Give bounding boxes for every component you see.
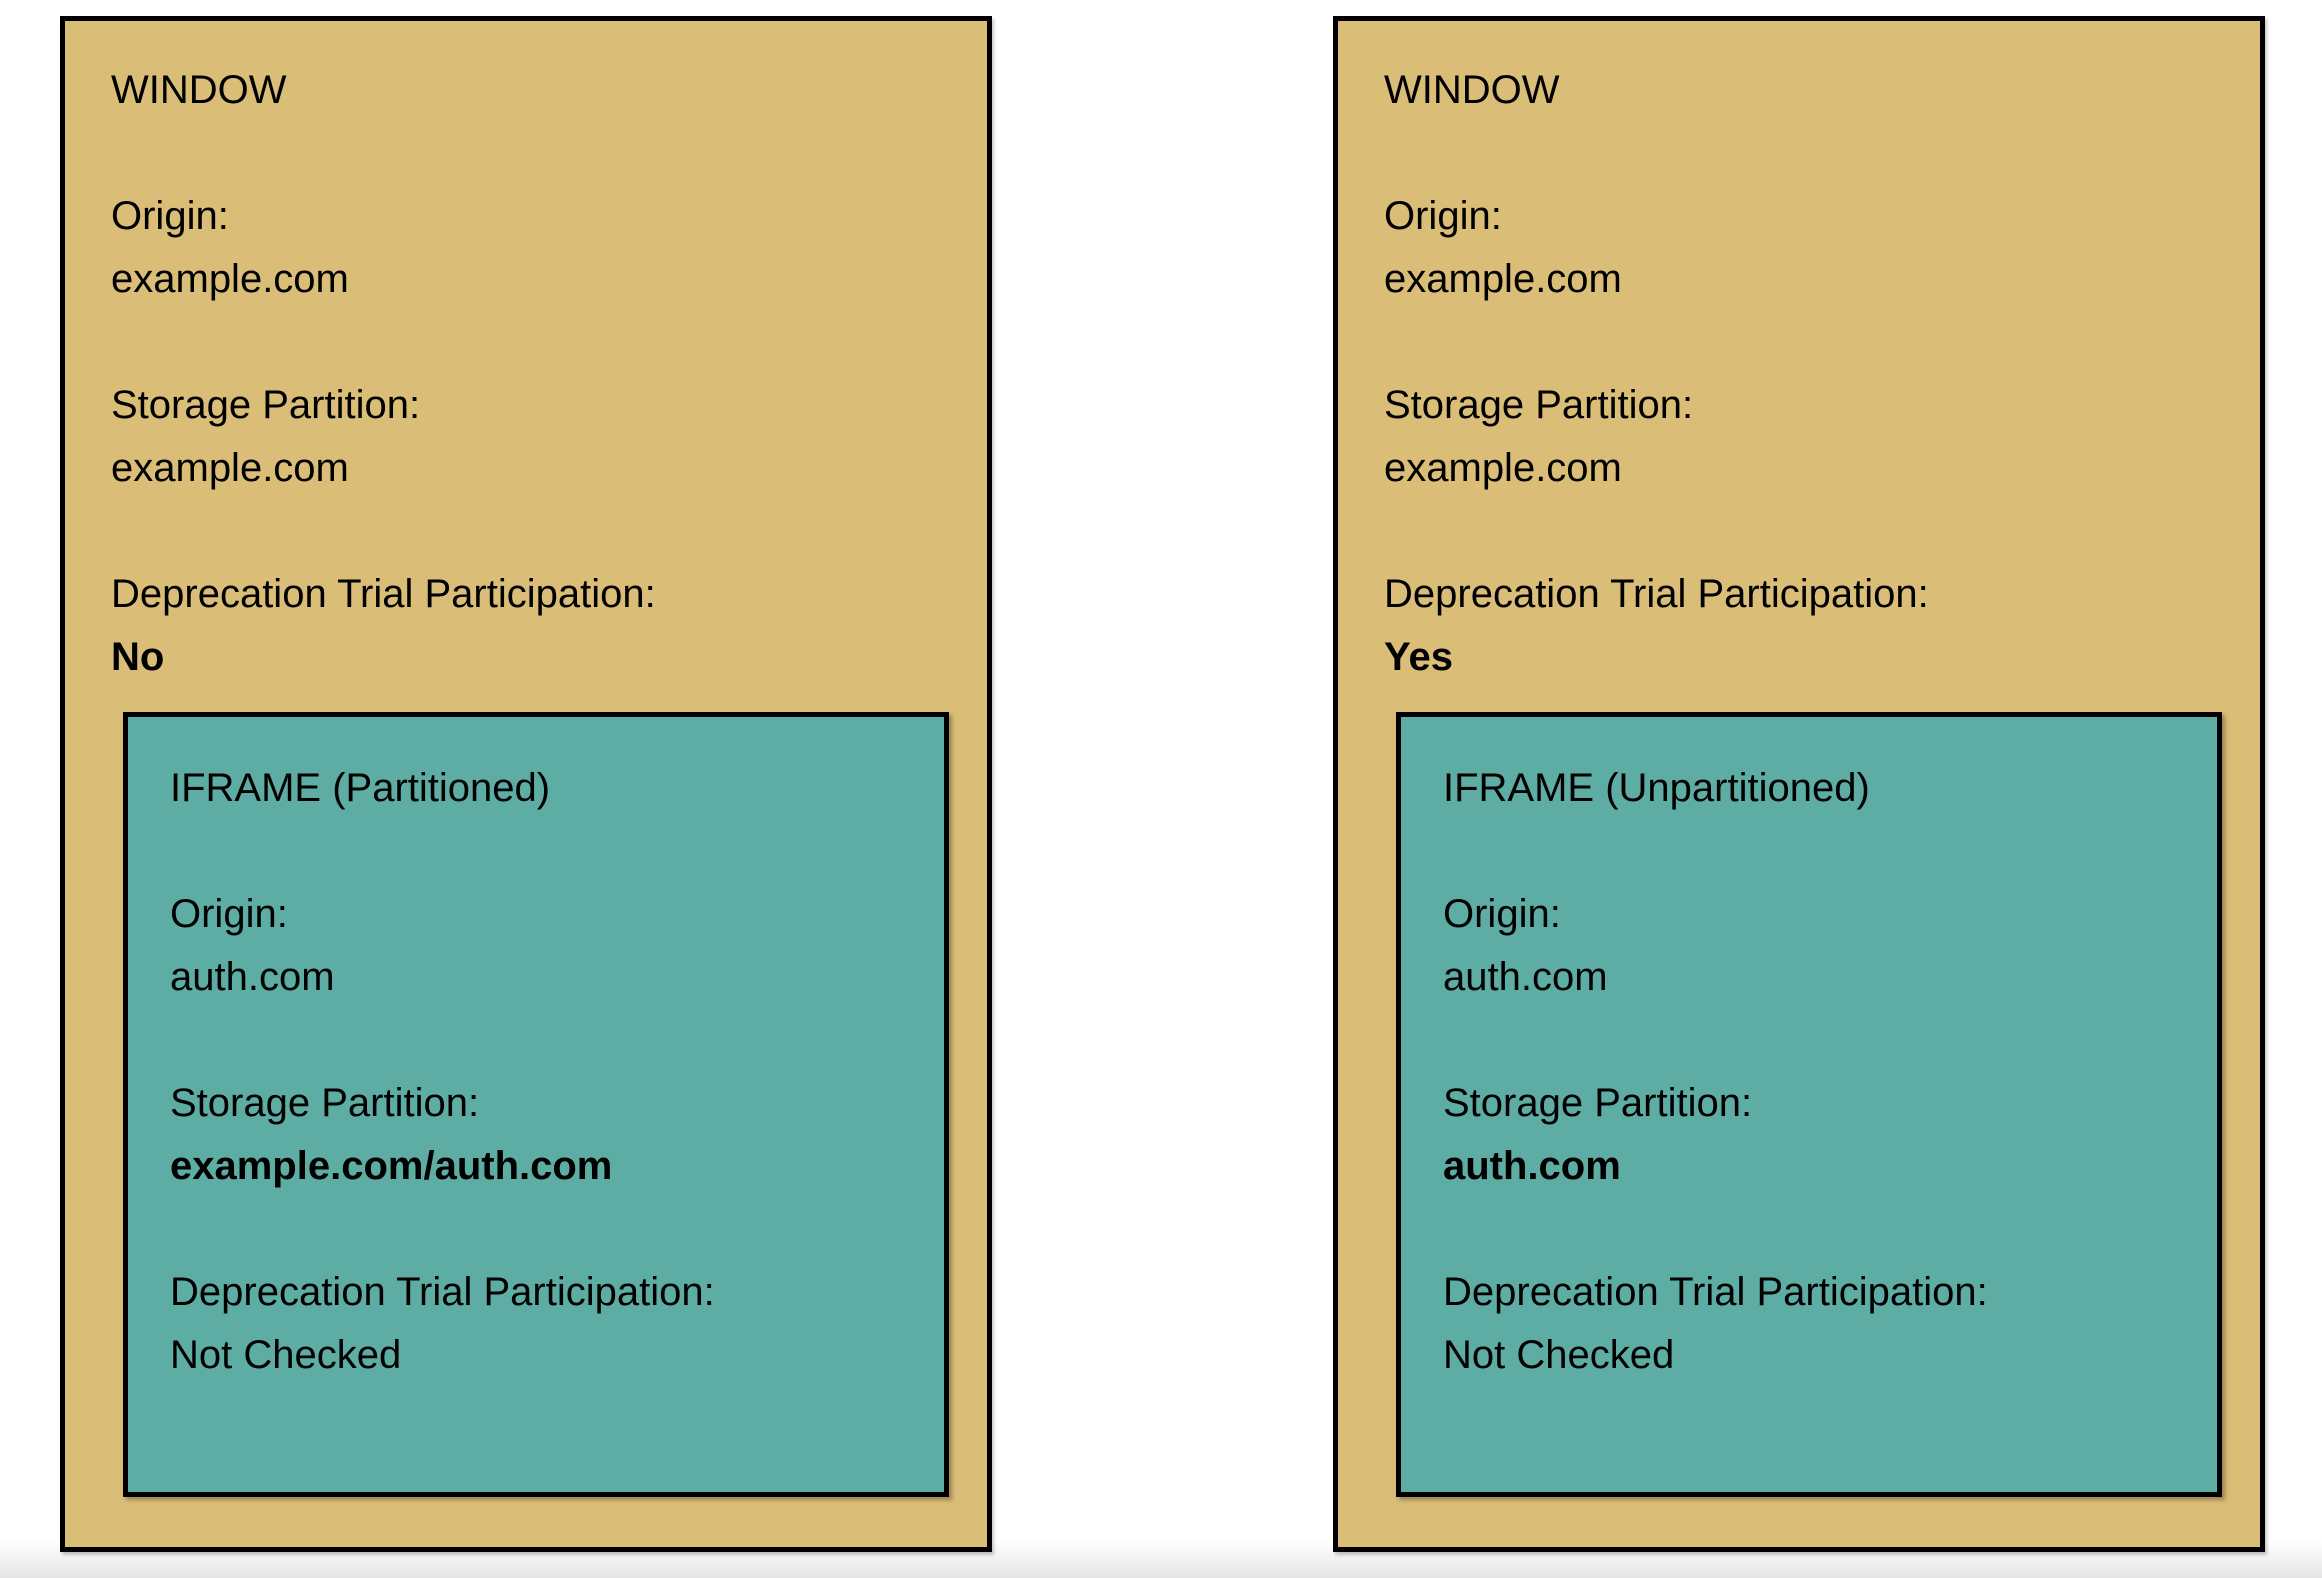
iframe-storage-partition-label: Storage Partition:	[1443, 1081, 1753, 1125]
storage-partition-label: Storage Partition:	[111, 383, 421, 427]
iframe-box-partitioned: IFRAME (Partitioned) Origin: auth.com St…	[123, 712, 949, 1497]
iframe-storage-partition-label: Storage Partition:	[170, 1081, 480, 1125]
window-title: WINDOW	[1384, 68, 1560, 112]
iframe-deprecation-trial-label: Deprecation Trial Participation:	[170, 1270, 715, 1314]
deprecation-trial-value: Yes	[1384, 635, 1453, 679]
storage-partition-label: Storage Partition:	[1384, 383, 1694, 427]
window-box-left: WINDOW Origin: example.com Storage Parti…	[60, 16, 992, 1552]
storage-partition-value: example.com	[111, 446, 349, 490]
origin-value: example.com	[1384, 257, 1622, 301]
iframe-title: IFRAME (Partitioned)	[170, 766, 551, 810]
window-box-right: WINDOW Origin: example.com Storage Parti…	[1333, 16, 2265, 1552]
iframe-origin-block: Origin: auth.com	[170, 883, 908, 1009]
iframe-origin-value: auth.com	[170, 955, 335, 999]
origin-label: Origin:	[111, 194, 229, 238]
storage-partition-value: example.com	[1384, 446, 1622, 490]
origin-value: example.com	[111, 257, 349, 301]
origin-block: Origin: example.com	[1384, 185, 2216, 311]
iframe-storage-partition-block: Storage Partition: auth.com	[1443, 1072, 2181, 1198]
origin-block: Origin: example.com	[111, 185, 943, 311]
storage-partition-block: Storage Partition: example.com	[111, 374, 943, 500]
deprecation-trial-label: Deprecation Trial Participation:	[1384, 572, 1929, 616]
iframe-storage-partition-value: auth.com	[1443, 1144, 1621, 1188]
iframe-box-unpartitioned: IFRAME (Unpartitioned) Origin: auth.com …	[1396, 712, 2222, 1497]
origin-label: Origin:	[1384, 194, 1502, 238]
iframe-origin-label: Origin:	[170, 892, 288, 936]
deprecation-trial-block: Deprecation Trial Participation: Yes	[1384, 563, 2216, 689]
deprecation-trial-label: Deprecation Trial Participation:	[111, 572, 656, 616]
iframe-deprecation-trial-label: Deprecation Trial Participation:	[1443, 1270, 1988, 1314]
deprecation-trial-block: Deprecation Trial Participation: No	[111, 563, 943, 689]
storage-partition-block: Storage Partition: example.com	[1384, 374, 2216, 500]
deprecation-trial-value: No	[111, 635, 165, 679]
iframe-storage-partition-value: example.com/auth.com	[170, 1144, 613, 1188]
iframe-origin-block: Origin: auth.com	[1443, 883, 2181, 1009]
window-title: WINDOW	[111, 68, 287, 112]
iframe-title: IFRAME (Unpartitioned)	[1443, 766, 1870, 810]
iframe-origin-label: Origin:	[1443, 892, 1561, 936]
iframe-origin-value: auth.com	[1443, 955, 1608, 999]
iframe-deprecation-trial-block: Deprecation Trial Participation: Not Che…	[1443, 1261, 2181, 1387]
iframe-deprecation-trial-value: Not Checked	[170, 1333, 402, 1377]
iframe-deprecation-trial-value: Not Checked	[1443, 1333, 1675, 1377]
iframe-storage-partition-block: Storage Partition: example.com/auth.com	[170, 1072, 908, 1198]
iframe-deprecation-trial-block: Deprecation Trial Participation: Not Che…	[170, 1261, 908, 1387]
